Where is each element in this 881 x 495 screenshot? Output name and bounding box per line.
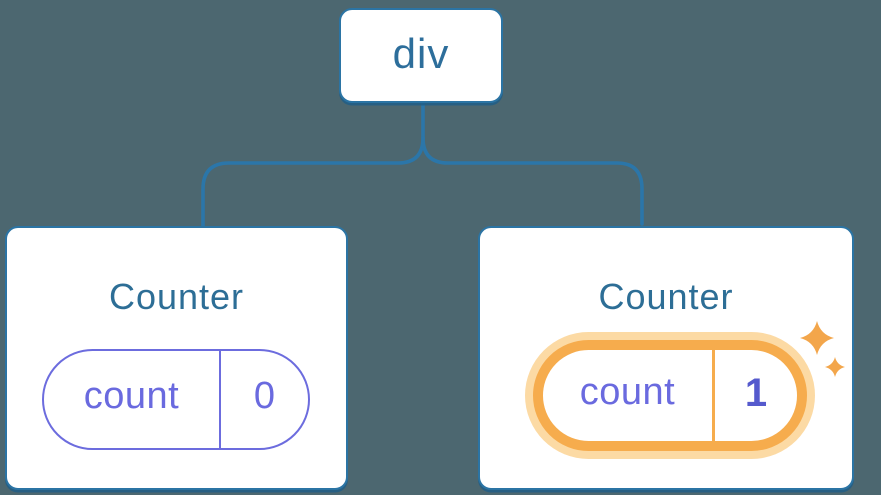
state-pill-key-cell: count [44,351,219,448]
state-pill-key-cell: count [543,350,712,441]
root-node-div: div [339,8,503,103]
state-pill-divider [219,351,221,448]
counter-title: Counter [598,276,734,317]
state-pill-divider [712,350,715,441]
counter-node-left: Counter count 0 [5,226,348,490]
state-key-label: count [579,371,676,413]
state-pill-highlighted: count 1 [533,340,807,451]
counter-title: Counter [108,276,245,317]
state-pill-highlight-glow: count 1 [525,332,815,459]
state-pill-value-cell: 1 [715,350,797,441]
sparkles-icon [800,321,845,377]
counter-node-right: Counter count 1 [478,226,854,490]
state-pill-value-cell: 0 [221,351,308,448]
state-value-label: 0 [253,375,276,417]
connector-right-branch [421,136,644,226]
connector-left-branch [201,101,425,229]
state-pill: count 0 [42,349,310,450]
root-node-label: div [392,29,450,77]
state-key-label: count [83,375,180,417]
state-value-label: 1 [744,371,768,415]
